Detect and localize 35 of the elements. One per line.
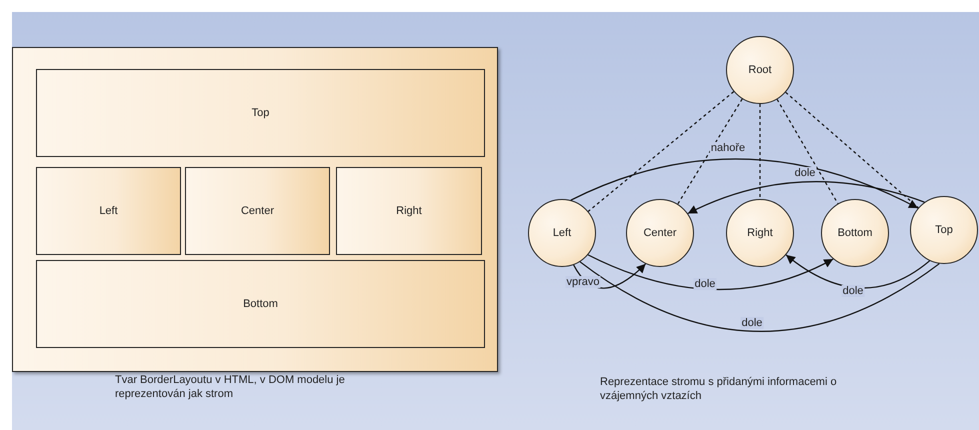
dashed-line — [759, 104, 761, 199]
caption: Tvar BorderLayoutu v HTML, v DOM modelu je reprezentován jak strom — [115, 373, 346, 401]
node-label: Bottom — [243, 298, 278, 310]
node-label: Top — [252, 107, 270, 119]
edge-label: dole — [740, 317, 764, 329]
layout-frame — [12, 47, 498, 372]
dashed-line — [677, 98, 743, 204]
edge-label: nahoře — [710, 142, 746, 154]
layout-region — [36, 69, 485, 157]
arrow — [588, 254, 834, 290]
dashed-line — [588, 91, 734, 212]
node-label: Left — [99, 205, 118, 217]
arrow — [786, 254, 930, 288]
arrow — [688, 181, 925, 214]
node-label: Left — [552, 227, 572, 239]
layout-region — [185, 167, 330, 255]
node-label: Root — [748, 64, 772, 76]
dashed-line — [785, 92, 919, 208]
node-label: Right — [747, 227, 773, 239]
dashed-line — [776, 99, 838, 204]
node-label: Center — [240, 205, 274, 217]
edge-label: dole — [794, 167, 816, 179]
edge-label: vpravo — [565, 276, 601, 288]
curved-line — [580, 261, 940, 332]
layout-region — [36, 260, 485, 348]
node-label: Top — [935, 224, 953, 236]
caption: Reprezentace stromu s přidanými informacemi o vzájemných vztazích — [600, 375, 838, 403]
layout-region — [336, 167, 482, 255]
edge-label: dole — [842, 285, 864, 297]
node-label: Bottom — [838, 227, 872, 239]
node-label: Center — [643, 227, 677, 239]
edge-label: dole — [694, 278, 716, 290]
arrow — [570, 158, 918, 209]
node-label: Right — [396, 205, 422, 217]
layout-region — [36, 167, 181, 255]
